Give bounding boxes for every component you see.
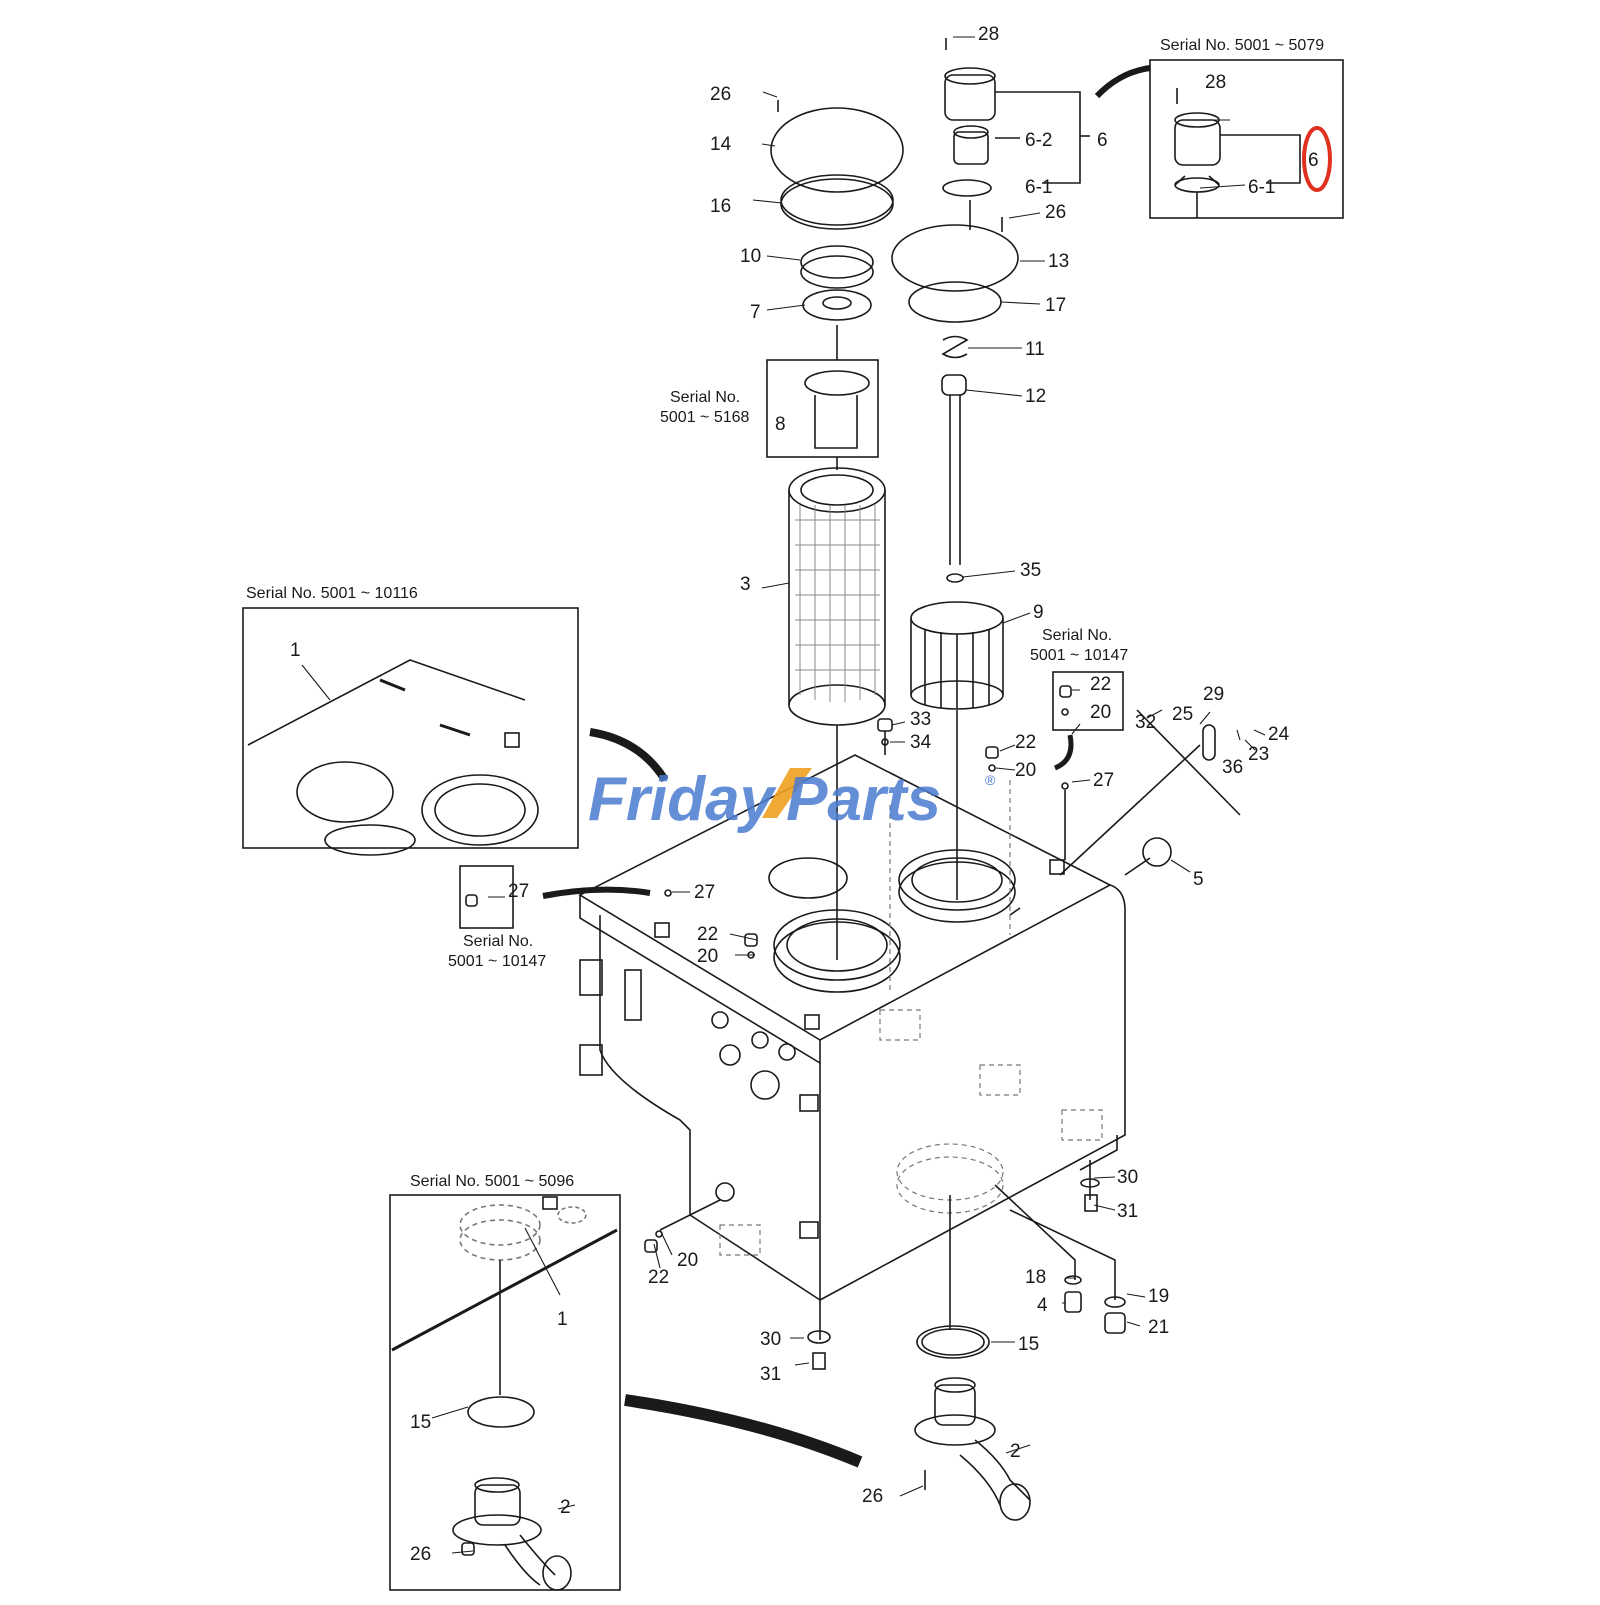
label-19: 19 <box>1148 1286 1169 1307</box>
suction-strainer <box>788 467 886 960</box>
label-27-right: 27 <box>1093 770 1114 791</box>
label-21: 21 <box>1148 1317 1169 1338</box>
cover-stack-left <box>766 100 904 470</box>
label-22-low: 22 <box>648 1267 669 1288</box>
tank-body <box>578 754 1172 1301</box>
part-labels: 6 28 26 14 16 6-2 6 6-1 26 10 13 7 17 11… <box>290 24 1319 1565</box>
watermark-logo: Friday Parts ® <box>588 765 996 834</box>
caption-serial-5168-a: Serial No. <box>670 389 740 406</box>
watermark-text-right: Parts <box>786 765 941 834</box>
label-9: 9 <box>1033 602 1044 623</box>
label-15-inset: 15 <box>410 1412 431 1433</box>
label-14: 14 <box>710 134 732 155</box>
label-1-inset: 1 <box>290 640 301 661</box>
label-15-main: 15 <box>1018 1334 1039 1355</box>
label-6: 6 <box>1097 130 1108 151</box>
label-17: 17 <box>1045 295 1066 316</box>
label-32: 32 <box>1135 712 1156 733</box>
label-35: 35 <box>1020 560 1041 581</box>
label-26-right: 26 <box>1045 202 1066 223</box>
label-20-mid: 20 <box>697 946 718 967</box>
label-22-mid: 22 <box>697 924 718 945</box>
label-2-inset: 2 <box>560 1497 571 1518</box>
caption-serial-10147r-a: Serial No. <box>1042 627 1112 644</box>
caption-serial-10147r-b: 5001 ~ 10147 <box>1030 647 1128 664</box>
label-20-top: 20 <box>1015 760 1036 781</box>
drain-connections <box>819 1160 1116 1340</box>
caption-serial-10147l-b: 5001 ~ 10147 <box>448 953 546 970</box>
serial-captions: Serial No. 5001 ~ 5079 Serial No. 5001 ~… <box>246 37 1324 1190</box>
label-5: 5 <box>1193 869 1204 890</box>
return-filter <box>910 601 1004 900</box>
watermark-accent-icon <box>762 768 812 818</box>
label-6-2: 6-2 <box>1025 130 1052 151</box>
label-25: 25 <box>1172 704 1193 725</box>
label-26-main: 26 <box>862 1486 883 1507</box>
label-7: 7 <box>750 302 761 323</box>
highlight-circle <box>1302 126 1332 192</box>
leader-lines <box>301 36 1266 1554</box>
inset-5079 <box>1094 59 1344 219</box>
label-22-top: 22 <box>1015 732 1036 753</box>
label-11: 11 <box>1025 339 1045 360</box>
fasteners <box>644 709 1241 1253</box>
caption-serial-5096: Serial No. 5001 ~ 5096 <box>410 1173 574 1190</box>
inset-10116 <box>242 607 669 856</box>
caption-serial-5168-b: 5001 ~ 5168 <box>660 409 750 426</box>
label-8: 8 <box>775 414 786 435</box>
highlight-label: 6 <box>1308 150 1319 171</box>
inset-10147-left <box>459 865 651 929</box>
label-22-inset: 22 <box>1090 674 1111 695</box>
label-23: 23 <box>1248 744 1269 765</box>
label-4: 4 <box>1037 1295 1048 1316</box>
filter-cap-group <box>942 38 1090 197</box>
watermark-text-left: Friday <box>588 765 778 834</box>
label-33: 33 <box>910 709 931 730</box>
label-31-right: 31 <box>1117 1201 1138 1222</box>
label-31-low: 31 <box>760 1364 781 1385</box>
label-27-mid: 27 <box>694 882 715 903</box>
caption-serial-10147l-a: Serial No. <box>463 933 533 950</box>
watermark-registered: ® <box>985 772 996 788</box>
label-16: 16 <box>710 196 731 217</box>
label-12: 12 <box>1025 386 1046 407</box>
label-30-low: 30 <box>760 1329 781 1350</box>
label-20-low: 20 <box>677 1250 698 1271</box>
caption-serial-10116: Serial No. 5001 ~ 10116 <box>246 585 418 602</box>
label-18: 18 <box>1025 1267 1046 1288</box>
label-20-inset: 20 <box>1090 702 1111 723</box>
label-10: 10 <box>740 246 761 267</box>
label-34: 34 <box>910 732 932 753</box>
bottom-fittings <box>807 1178 1126 1521</box>
label-13: 13 <box>1048 251 1069 272</box>
label-26-inset: 26 <box>410 1544 431 1565</box>
label-3: 3 <box>740 574 751 595</box>
inset-10147-right <box>1052 671 1124 771</box>
label-29: 29 <box>1203 684 1224 705</box>
cover-stack-right <box>891 200 1019 583</box>
label-28-top: 28 <box>978 24 999 45</box>
inset-5096 <box>389 1194 863 1591</box>
label-2-main: 2 <box>1010 1441 1021 1462</box>
label-6-1-inset: 6-1 <box>1248 177 1275 198</box>
label-36: 36 <box>1222 757 1243 778</box>
label-30-right: 30 <box>1117 1167 1138 1188</box>
label-24: 24 <box>1268 724 1290 745</box>
label-26-cover: 26 <box>710 84 731 105</box>
label-27-inset: 27 <box>508 881 529 902</box>
label-28-inset: 28 <box>1205 72 1226 93</box>
caption-serial-5079: Serial No. 5001 ~ 5079 <box>1160 37 1324 54</box>
label-6-1: 6-1 <box>1025 177 1052 198</box>
label-1-bottom-inset: 1 <box>557 1309 568 1330</box>
